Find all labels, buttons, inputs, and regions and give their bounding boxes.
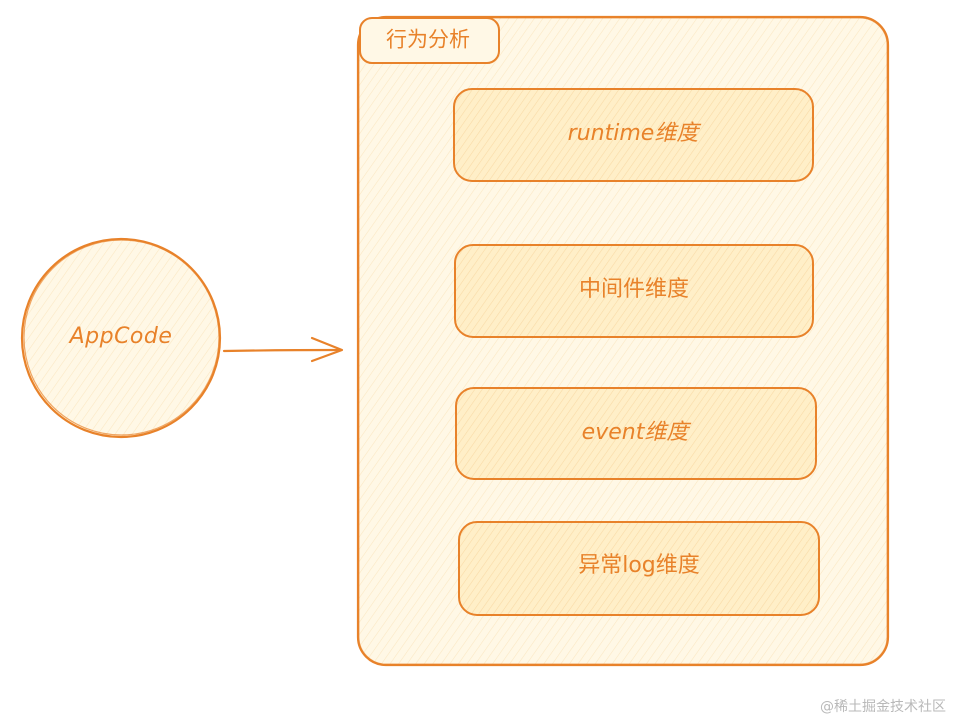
runtime-box-label: runtime维度 <box>567 121 699 146</box>
watermark: @稀土掘金技术社区 <box>820 699 946 715</box>
group-title: 行为分析 <box>386 27 470 52</box>
source-node <box>20 237 222 439</box>
group-title-tag <box>359 17 500 64</box>
source-node-label: AppCode <box>69 324 173 349</box>
exception-log-box-label: 异常log维度 <box>578 553 700 578</box>
flow-arrow <box>222 336 344 363</box>
runtime-box <box>453 88 814 182</box>
event-box-label: event维度 <box>581 420 689 445</box>
exception-log-box <box>458 521 820 616</box>
middleware-box-label: 中间件维度 <box>578 277 690 302</box>
event-box <box>455 387 817 480</box>
middleware-box <box>454 244 814 338</box>
